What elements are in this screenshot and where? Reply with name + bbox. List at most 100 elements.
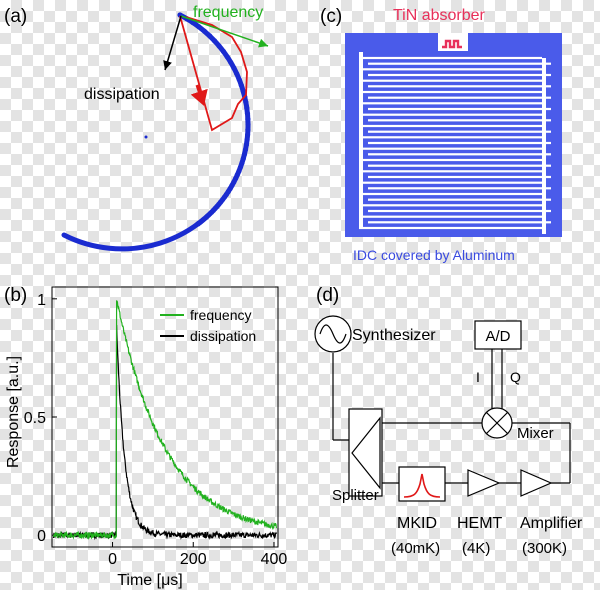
splitter-box xyxy=(348,408,383,497)
idc-slot xyxy=(359,181,542,184)
splitter-label: Splitter xyxy=(332,487,379,504)
idc-slot xyxy=(359,215,542,218)
hemt-temp-label: (4K) xyxy=(462,540,490,557)
panel-a-label: (a) xyxy=(4,6,27,27)
idc-slot xyxy=(368,96,551,99)
legend-dissipation-label: dissipation xyxy=(190,328,256,344)
circle-sample-dot xyxy=(224,54,230,60)
panel-d-label: (d) xyxy=(316,285,339,306)
circle-center-dot xyxy=(144,135,148,139)
y-axis-label: Response [a.u.] xyxy=(5,356,22,468)
circle-sample-dot xyxy=(245,121,251,128)
idc-slot xyxy=(359,102,542,105)
idc-slot xyxy=(368,221,551,224)
dissipation-label: dissipation xyxy=(84,86,160,103)
ad-converter-box xyxy=(474,320,522,350)
circle-sample-dot xyxy=(228,59,234,65)
circle-sample-dot xyxy=(231,65,237,71)
idc-slot xyxy=(359,192,542,196)
idc-slot xyxy=(359,68,542,71)
y-tick-label: 1 xyxy=(37,292,46,309)
splitter-triangle xyxy=(351,416,381,490)
idc-slot xyxy=(368,62,551,65)
frequency-label: frequency xyxy=(193,4,263,21)
panel-c: (c) TiN absorber IDC covered by Aluminum xyxy=(320,6,562,263)
idc-slot xyxy=(368,198,551,201)
resonance-peak-icon xyxy=(403,473,441,498)
mixer-cross-2 xyxy=(485,411,509,435)
panel-d: (d) Synthesizer A/D I Q Mixer Splitter xyxy=(314,285,583,557)
circle-sample-dot xyxy=(245,132,251,138)
idc-slot xyxy=(359,124,542,128)
circle-sample-dot xyxy=(243,142,249,148)
x-tick-label: 400 xyxy=(261,551,288,568)
idc-slot xyxy=(359,170,542,173)
idc-slot xyxy=(359,79,542,82)
idc-slot xyxy=(368,85,551,88)
amplifier-symbol xyxy=(520,469,553,497)
circle-sample-dot xyxy=(238,82,244,88)
circle-sample-dot xyxy=(244,137,250,143)
idc-slot xyxy=(368,119,551,122)
series-frequency xyxy=(53,300,277,541)
plot-series xyxy=(53,300,277,541)
circle-sample-dot xyxy=(196,24,202,30)
legend-frequency-label: frequency xyxy=(190,307,251,323)
idc-slot xyxy=(368,153,551,156)
circle-sample-dot xyxy=(244,111,251,117)
idc-slot xyxy=(368,130,551,133)
circle-sample-dot xyxy=(244,105,250,111)
resonance-circle xyxy=(61,12,251,252)
idc-slot xyxy=(368,73,551,77)
idc-slot xyxy=(359,136,542,139)
circle-sample-dot xyxy=(236,168,242,174)
absorber-label: TiN absorber xyxy=(393,7,486,24)
x-axis-label: Time [μs] xyxy=(117,572,183,589)
x-tick-label: 200 xyxy=(180,551,207,568)
q-channel-label: Q xyxy=(510,369,521,385)
frequency-arrow xyxy=(180,15,269,48)
circle-sample-dot xyxy=(240,156,246,162)
trajectory-direction-arrow xyxy=(190,84,208,106)
tin-absorber-meander xyxy=(442,39,462,49)
panel-b-label: (b) xyxy=(4,285,27,306)
idc-slot xyxy=(359,226,542,230)
circle-sample-dot xyxy=(243,99,249,105)
i-channel-label: I xyxy=(476,369,480,385)
circle-sample-dot xyxy=(220,48,226,54)
circle-sample-dot xyxy=(212,38,218,44)
circle-sample-dot xyxy=(216,43,222,49)
idc-slot xyxy=(368,141,551,145)
dissipation-arrow xyxy=(163,15,182,71)
panel-a: (a) frequency dissipation xyxy=(4,4,269,252)
series-dissipation xyxy=(53,324,277,541)
circle-sample-dot xyxy=(242,147,249,153)
panel-c-label: (c) xyxy=(320,6,342,27)
hemt-symbol xyxy=(467,469,501,497)
circle-sample-dot xyxy=(245,127,251,133)
circle-sample-dot xyxy=(241,151,248,157)
sine-wave-icon xyxy=(319,324,347,344)
idc-slot xyxy=(368,209,551,213)
mkid-label: MKID xyxy=(397,515,437,532)
x-tick-label: 0 xyxy=(108,551,117,568)
idc-frame xyxy=(345,33,562,237)
idc-slot xyxy=(359,158,542,162)
mixer-label: Mixer xyxy=(517,425,554,442)
circle-sample-dot xyxy=(236,76,242,82)
hemt-label: HEMT xyxy=(457,515,503,532)
idc-slot xyxy=(368,187,551,190)
idc-slot xyxy=(359,147,542,150)
mkid-temp-label: (40mK) xyxy=(391,540,440,557)
amplifier-temp-label: (300K) xyxy=(522,540,567,557)
mkid-box xyxy=(398,466,446,502)
circle-sample-dot xyxy=(245,116,251,122)
idc-slot xyxy=(368,164,551,167)
circle-sample-dot xyxy=(239,160,245,166)
ad-label: A/D xyxy=(485,328,510,345)
amplifier-label: Amplifier xyxy=(520,515,583,532)
plot-area xyxy=(51,286,279,548)
